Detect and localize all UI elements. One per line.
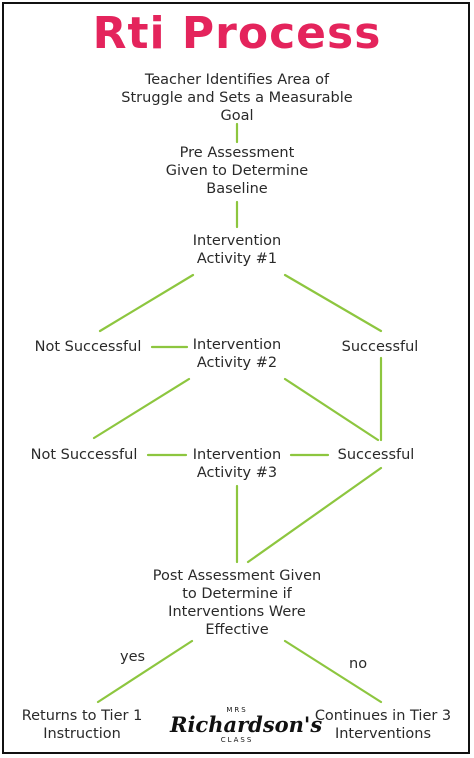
node-intervention-3: Intervention Activity #3	[192, 447, 282, 481]
connector-int2-to-success2	[283, 377, 380, 442]
logo-name: Richardson's	[170, 712, 323, 737]
edge-label-no: no	[349, 656, 368, 672]
page-border	[2, 2, 470, 754]
node-post-assessment: Post Assessment Given to Determine if In…	[152, 568, 322, 638]
node-not-successful-2: Not Successful	[30, 447, 138, 463]
node-successful-1: Successful	[341, 339, 419, 355]
brand-logo: MRS Richardson's CLASS	[170, 706, 323, 754]
node-successful-2: Successful	[337, 447, 415, 463]
connector-int2-to-notsuccess2	[92, 377, 191, 440]
connector-post-to-continues	[283, 639, 383, 704]
node-teacher-identifies: Teacher Identifies Area of Struggle and …	[121, 72, 353, 124]
connector-int1-to-notsuccess1	[98, 273, 195, 333]
connector-int1-to-success1	[283, 273, 383, 333]
connector-success2-to-post	[246, 466, 383, 564]
node-intervention-2: Intervention Activity #2	[192, 337, 282, 371]
node-continues-tier-3: Continues in Tier 3 Interventions	[314, 708, 452, 742]
logo-bottom-text: CLASS	[220, 736, 254, 744]
node-pre-assessment: Pre Assessment Given to Determine Baseli…	[165, 145, 309, 197]
node-not-successful-1: Not Successful	[34, 339, 142, 355]
node-intervention-1: Intervention Activity #1	[192, 233, 282, 267]
node-returns-tier-1: Returns to Tier 1 Instruction	[21, 708, 143, 742]
edge-label-yes: yes	[120, 649, 146, 665]
connector-post-to-returns	[96, 639, 194, 704]
logo-top-text: MRS	[226, 706, 248, 714]
page-title: Rti Process	[92, 8, 382, 59]
